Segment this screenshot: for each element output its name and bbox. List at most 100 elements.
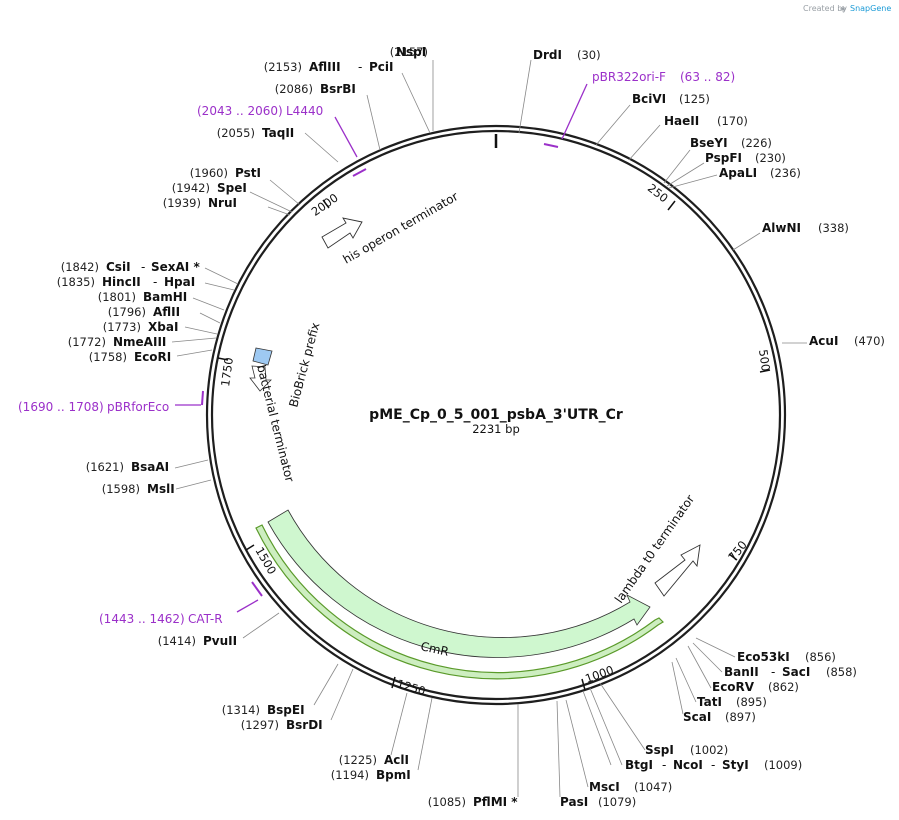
site-name-drdi[interactable]: DrdI (533, 48, 562, 62)
lambda-t0-terminator-arrow[interactable] (654, 544, 701, 597)
site-name-bsaai[interactable]: BsaAI (131, 460, 169, 474)
backbone-outer-ring (205, 124, 787, 706)
site-name-sspi[interactable]: SspI (645, 743, 674, 757)
site-pos-msci: (1047) (634, 780, 672, 794)
tick-label-1750: 1750 (218, 356, 236, 387)
site-name-spei[interactable]: SpeI (217, 181, 247, 195)
site-name-msci[interactable]: MscI (589, 780, 620, 794)
site-name-xbai[interactable]: XbaI (148, 320, 178, 334)
site-pos-scai: (897) (725, 710, 756, 724)
site-name-hpai[interactable]: HpaI (164, 275, 195, 289)
site-name-pflmi[interactable]: PflMI * (473, 795, 518, 809)
cmr-feature-arrow[interactable] (267, 509, 651, 658)
site-name-bspei[interactable]: BspEI (267, 703, 305, 717)
site-pos-csii: (1842) (61, 260, 99, 274)
bacterial-terminator-arrow[interactable] (249, 365, 272, 392)
primer-name-cat-r[interactable]: CAT-R (188, 612, 223, 626)
site-name-btgi[interactable]: BtgI (625, 758, 653, 772)
site-pos-pflmi: (1085) (428, 795, 466, 809)
site-name-apali[interactable]: ApaLI (719, 166, 757, 180)
tick-mark-750 (728, 553, 738, 561)
site-pos-aflii: (1796) (108, 305, 146, 319)
biobrick-prefix-label: BioBrick prefix (286, 321, 322, 409)
site-name-ecori[interactable]: EcoRI (134, 350, 171, 364)
site-pos-btgi: (1009) (764, 758, 802, 772)
site-pos-spei: (1942) (172, 181, 210, 195)
site-pos-bsrbi: (2086) (275, 82, 313, 96)
site-name-bpmi[interactable]: BpmI (376, 768, 411, 782)
site-name-bsrdi[interactable]: BsrDI (286, 718, 323, 732)
site-sep-banii: - (771, 665, 775, 679)
site-name-alwni[interactable]: AlwNI (762, 221, 801, 235)
site-name-nmeaiii[interactable]: NmeAIII (113, 335, 166, 349)
site-name-pvuii[interactable]: PvuII (203, 634, 237, 648)
leader-lines-right (518, 59, 807, 798)
site-name-bamhi[interactable]: BamHI (143, 290, 187, 304)
site-sep-hincii: - (153, 275, 157, 289)
site-name-haeii[interactable]: HaeII (664, 114, 699, 128)
site-name-acui[interactable]: AcuI (809, 334, 838, 348)
site-pos-bspei: (1314) (222, 703, 260, 717)
site-name-msli[interactable]: MslI (147, 482, 175, 496)
tick-label-250: 250 (645, 181, 671, 206)
site-name-csii[interactable]: CsiI (106, 260, 131, 274)
site-name-ecorv[interactable]: EcoRV (712, 680, 755, 694)
primer-name-pbrforeco[interactable]: pBRforEco (107, 400, 169, 414)
bacterial-terminator-label: bacterial terminator (254, 363, 297, 483)
site-name-styi[interactable]: StyI (722, 758, 749, 772)
backbone-inner-ring (210, 129, 782, 701)
site-name-banii[interactable]: BanII (724, 665, 759, 679)
primer-range-l4440: (2043 .. 2060) (197, 104, 283, 118)
site-name-pspfi[interactable]: PspFI (705, 151, 742, 165)
primer-range-cat-r: (1443 .. 1462) (99, 612, 185, 626)
primer-name-l4440[interactable]: L4440 (286, 104, 323, 118)
site-name-pasi[interactable]: PasI (560, 795, 588, 809)
site-pos-acui: (470) (854, 334, 885, 348)
lambda-t0-terminator-label: lambda t0 terminator (612, 492, 697, 606)
site-name-psti[interactable]: PstI (235, 166, 261, 180)
site-name-hincii[interactable]: HincII (102, 275, 141, 289)
site-name-eco53ki[interactable]: Eco53kI (737, 650, 790, 664)
tick-label-1000: 1000 (583, 663, 615, 686)
site-name-ncoi[interactable]: NcoI (673, 758, 703, 772)
site-pos-pspfi: (230) (755, 151, 786, 165)
site-name-pcii[interactable]: PciI (369, 60, 394, 74)
cmr-label: CmR (419, 639, 450, 659)
credit-brand: SnapGene (850, 4, 891, 13)
site-pos-bpmi: (1194) (331, 768, 369, 782)
site-pos-bseyi: (226) (741, 136, 772, 150)
his-operon-terminator-arrow[interactable] (321, 217, 363, 249)
site-name-taqii[interactable]: TaqII (262, 126, 294, 140)
site-name-bcivi[interactable]: BciVI (632, 92, 666, 106)
site-name-saci[interactable]: SacI (782, 665, 810, 679)
tick-label-1250: 1250 (395, 676, 427, 698)
site-pos-nspi: (2157) (390, 45, 428, 59)
primer-range-pbr322ori-f: (63 .. 82) (680, 70, 735, 84)
tick-mark-1500 (245, 544, 255, 551)
site-name-bsrbi[interactable]: BsrBI (320, 82, 356, 96)
site-sep-btgi-1: - (662, 758, 666, 772)
site-name-nrui[interactable]: NruI (208, 196, 237, 210)
site-pos-ecorv: (862) (768, 680, 799, 694)
site-pos-sspi: (1002) (690, 743, 728, 757)
site-sep-afliii: - (358, 60, 362, 74)
site-name-afliii[interactable]: AflIII (309, 60, 341, 74)
site-name-aflii[interactable]: AflII (153, 305, 180, 319)
tick-label-2000: 2000 (309, 191, 341, 219)
site-pos-banii: (858) (826, 665, 857, 679)
tick-mark-250 (667, 200, 676, 211)
site-name-acli[interactable]: AclI (384, 753, 409, 767)
site-pos-bsaai: (1621) (86, 460, 124, 474)
snapgene-logo-icon: ◈ (840, 4, 847, 13)
site-name-sexai[interactable]: SexAI * (151, 260, 200, 274)
plasmid-length: 2231 bp (472, 422, 520, 436)
primer-name-pbr322ori-f[interactable]: pBR322ori-F (592, 70, 666, 84)
site-pos-acli: (1225) (339, 753, 377, 767)
site-name-bseyi[interactable]: BseYI (690, 136, 728, 150)
site-name-scai[interactable]: ScaI (683, 710, 711, 724)
site-pos-tati: (895) (736, 695, 767, 709)
biobrick-prefix-box[interactable] (252, 347, 273, 366)
site-name-nspi[interactable]: NspI (396, 45, 426, 59)
site-name-tati[interactable]: TatI (697, 695, 722, 709)
plasmid-name: pME_Cp_0_5_001_psbA_3'UTR_Cr (369, 407, 623, 423)
